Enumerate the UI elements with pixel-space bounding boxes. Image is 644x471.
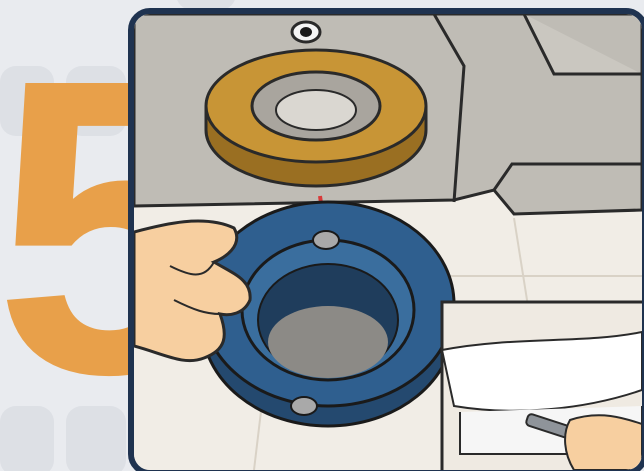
- toilet-flange: [202, 202, 454, 426]
- wax-ring-illustration: [134, 14, 642, 470]
- wax-ring: [206, 50, 426, 186]
- inset-toilet-bolt-view: [442, 302, 642, 470]
- illustration-frame: [128, 8, 644, 471]
